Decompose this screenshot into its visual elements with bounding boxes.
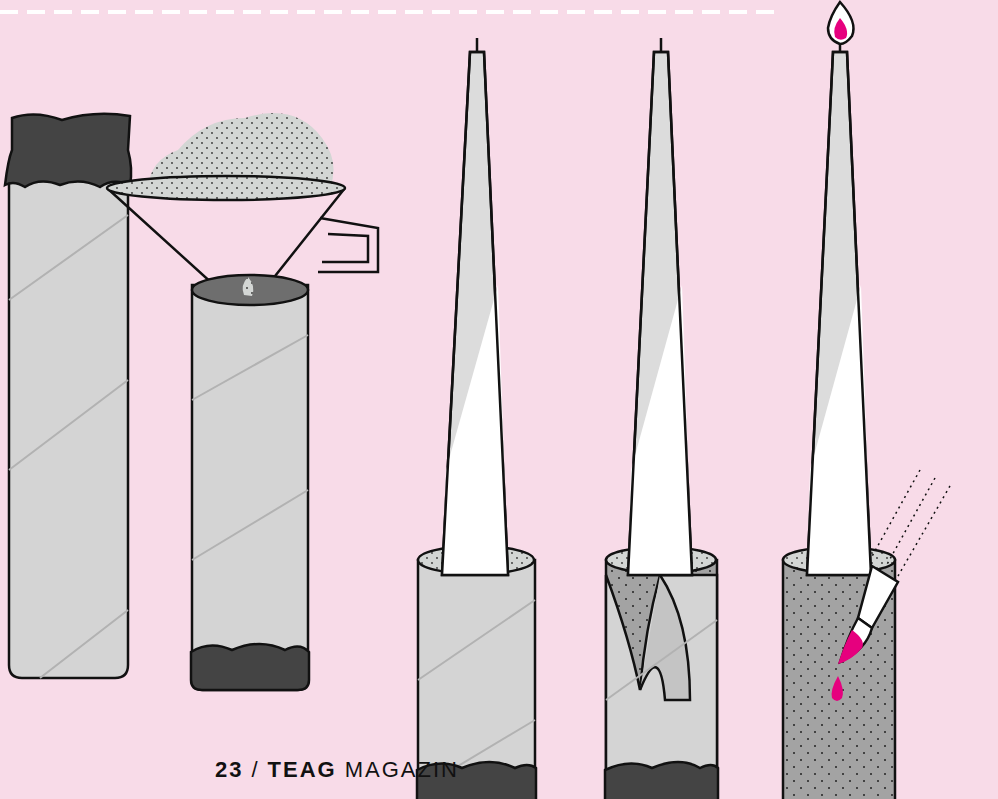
footer-text: MAGAZIN [345, 757, 459, 783]
paint-brush [832, 470, 950, 701]
footer-text: 23 [215, 757, 243, 783]
tube-peeling [605, 38, 718, 799]
footer-text: / [251, 757, 259, 783]
footer-text: TEAG [268, 757, 337, 783]
tube-with-candle [417, 38, 536, 799]
tube-with-cloth [5, 114, 131, 678]
dashed-rule [0, 10, 775, 14]
concrete-holder [783, 2, 895, 799]
page-footer: 23 / TEAG MAGAZIN [215, 757, 459, 783]
tube-filling [191, 275, 309, 690]
